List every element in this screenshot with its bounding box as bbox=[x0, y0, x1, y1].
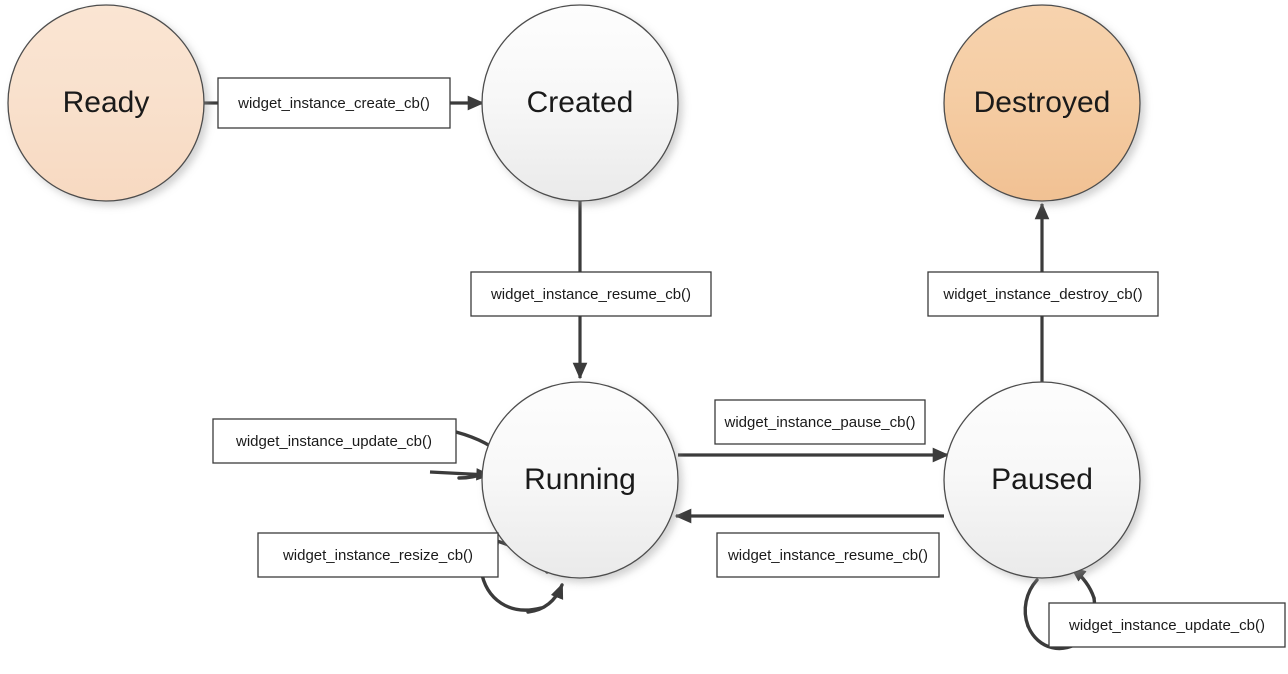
edge-label-resize-running-text: widget_instance_resize_cb() bbox=[282, 547, 473, 564]
node-running-circle bbox=[481, 381, 679, 579]
edge-label-create[interactable]: widget_instance_create_cb() bbox=[217, 77, 451, 129]
edge-label-pause[interactable]: widget_instance_pause_cb() bbox=[714, 399, 926, 445]
edge-label-update-paused[interactable]: widget_instance_update_cb() bbox=[1048, 602, 1286, 648]
node-created-label: Created bbox=[527, 86, 634, 119]
node-running[interactable]: Running bbox=[481, 381, 679, 579]
node-paused-circle bbox=[943, 381, 1141, 579]
edge-label-resume-cr-box bbox=[470, 271, 712, 317]
node-created-circle bbox=[481, 4, 679, 202]
edge-label-create-text: widget_instance_create_cb() bbox=[237, 95, 430, 112]
node-ready[interactable]: Ready bbox=[7, 4, 205, 202]
edge-label-pause-text: widget_instance_pause_cb() bbox=[724, 414, 916, 431]
edge-label-destroy-box bbox=[927, 271, 1159, 317]
transition-update-paused-tail bbox=[1023, 578, 1039, 628]
edge-label-update-paused-box bbox=[1048, 602, 1286, 648]
edge-label-update-running-text: widget_instance_update_cb() bbox=[235, 433, 432, 450]
edge-label-create-box bbox=[217, 77, 451, 129]
node-destroyed-circle bbox=[943, 4, 1141, 202]
edge-label-resume-paused-running[interactable]: widget_instance_resume_cb() bbox=[716, 532, 940, 578]
transition-update-running-head bbox=[429, 468, 492, 481]
edge-label-update-paused-text: widget_instance_update_cb() bbox=[1068, 617, 1265, 634]
node-paused-label: Paused bbox=[991, 463, 1093, 496]
edge-label-destroy[interactable]: widget_instance_destroy_cb() bbox=[927, 271, 1159, 317]
edge-label-resize-running-box bbox=[257, 532, 499, 578]
node-ready-label: Ready bbox=[63, 86, 150, 119]
edge-label-pause-box bbox=[714, 399, 926, 445]
edge-label-resize-running[interactable]: widget_instance_resize_cb() bbox=[257, 532, 499, 578]
edge-label-resume-cr-text: widget_instance_resume_cb() bbox=[490, 286, 691, 303]
edge-label-resume-pr-text: widget_instance_resume_cb() bbox=[727, 547, 928, 564]
edge-label-update-running[interactable]: widget_instance_update_cb() bbox=[212, 418, 457, 464]
node-running-label: Running bbox=[524, 463, 636, 496]
node-ready-circle bbox=[7, 4, 205, 202]
edge-label-resume-created-running[interactable]: widget_instance_resume_cb() bbox=[470, 271, 712, 317]
transition-resize-running-head bbox=[526, 582, 564, 614]
node-created[interactable]: Created bbox=[481, 4, 679, 202]
node-paused[interactable]: Paused bbox=[943, 381, 1141, 579]
node-destroyed-label: Destroyed bbox=[974, 86, 1111, 119]
edge-label-resume-pr-box bbox=[716, 532, 940, 578]
edge-label-destroy-text: widget_instance_destroy_cb() bbox=[942, 286, 1142, 303]
node-destroyed[interactable]: Destroyed bbox=[943, 4, 1141, 202]
edge-label-update-running-box bbox=[212, 418, 457, 464]
